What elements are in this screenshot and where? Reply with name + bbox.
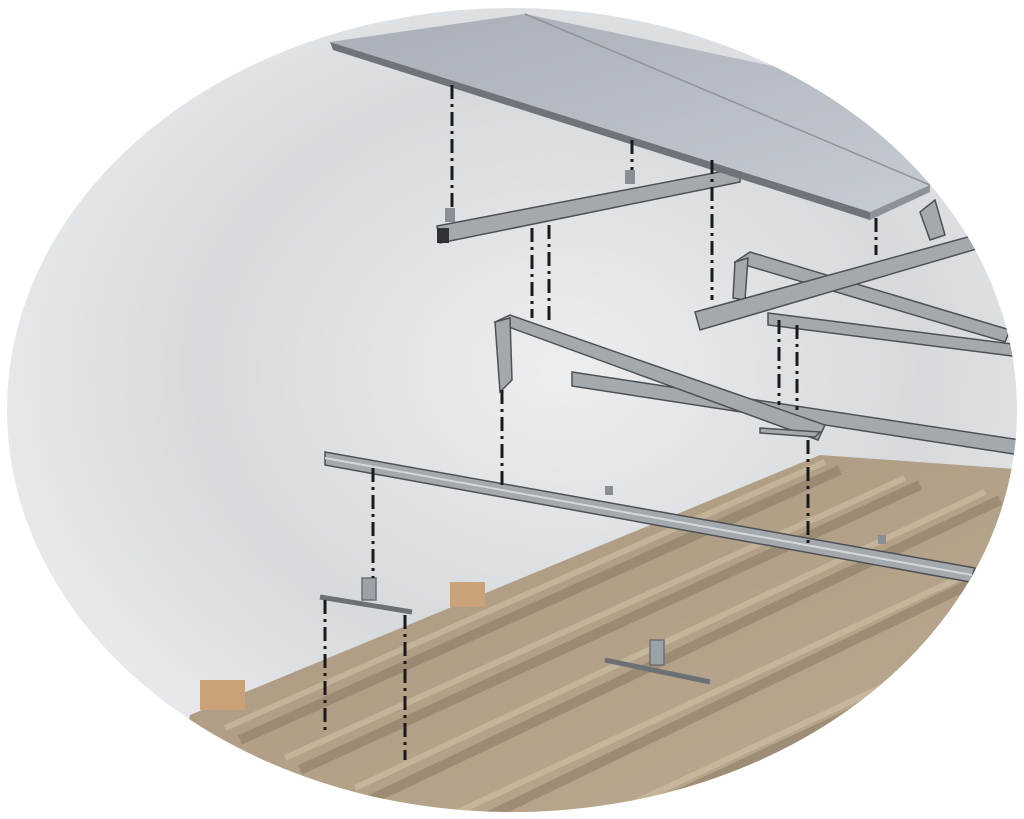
panel-rail: [436, 167, 741, 244]
roof-hook: [319, 577, 413, 615]
tilt-frame: [694, 198, 1012, 343]
timber-batten: [450, 582, 485, 607]
assembly-guide-lines: [323, 85, 878, 760]
roof-hook: [604, 639, 711, 685]
timber-batten: [200, 680, 245, 710]
tilt-frame: [493, 314, 827, 441]
cross-rail: [571, 312, 1017, 456]
solar-panel: [330, 13, 1017, 220]
